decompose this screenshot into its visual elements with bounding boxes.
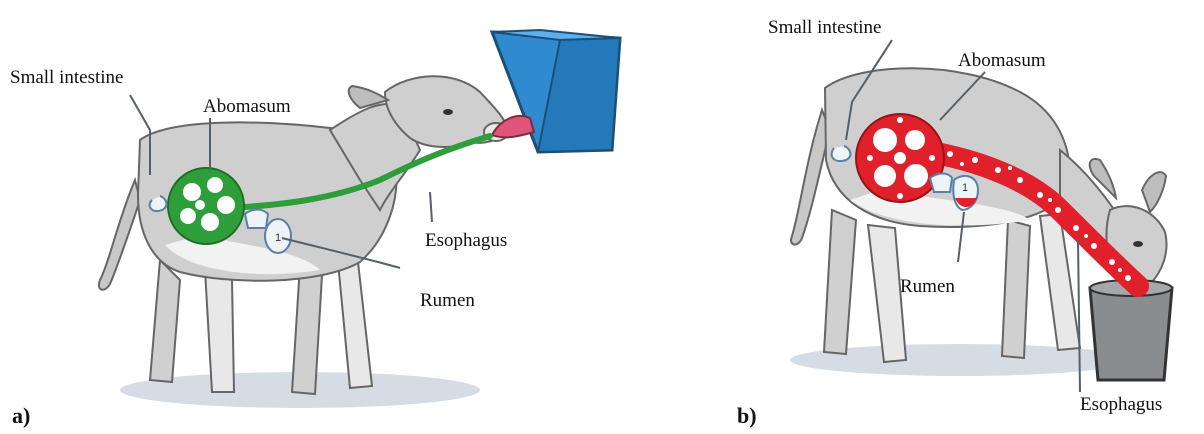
abomasum-label-b: Abomasum xyxy=(958,50,1046,71)
rumen-number-a: 1 xyxy=(275,232,281,244)
panel-a: 1 Small intestine Abomasum Esophagus Rum… xyxy=(10,30,620,428)
feed-bucket-b xyxy=(1090,280,1172,380)
abomasum-label-a: Abomasum xyxy=(203,96,291,117)
small-intestine-label-b: Small intestine xyxy=(768,17,881,38)
panel-label-b: b) xyxy=(737,403,757,428)
panel-b: 1 Small intestine Abomasum Rumen Esophag… xyxy=(737,17,1172,428)
rumen-number-b: 1 xyxy=(962,182,968,194)
small-intestine-label-a: Small intestine xyxy=(10,67,123,88)
panel-label-a: a) xyxy=(12,403,30,428)
rumen-label-b: Rumen xyxy=(900,276,955,297)
rumen-label-a: Rumen xyxy=(420,290,475,311)
small-intestine-organ-b xyxy=(832,146,851,161)
esophagus-label-b: Esophagus xyxy=(1080,394,1162,415)
esophagus-label-a: Esophagus xyxy=(425,230,507,251)
milk-bucket-a xyxy=(492,30,620,152)
